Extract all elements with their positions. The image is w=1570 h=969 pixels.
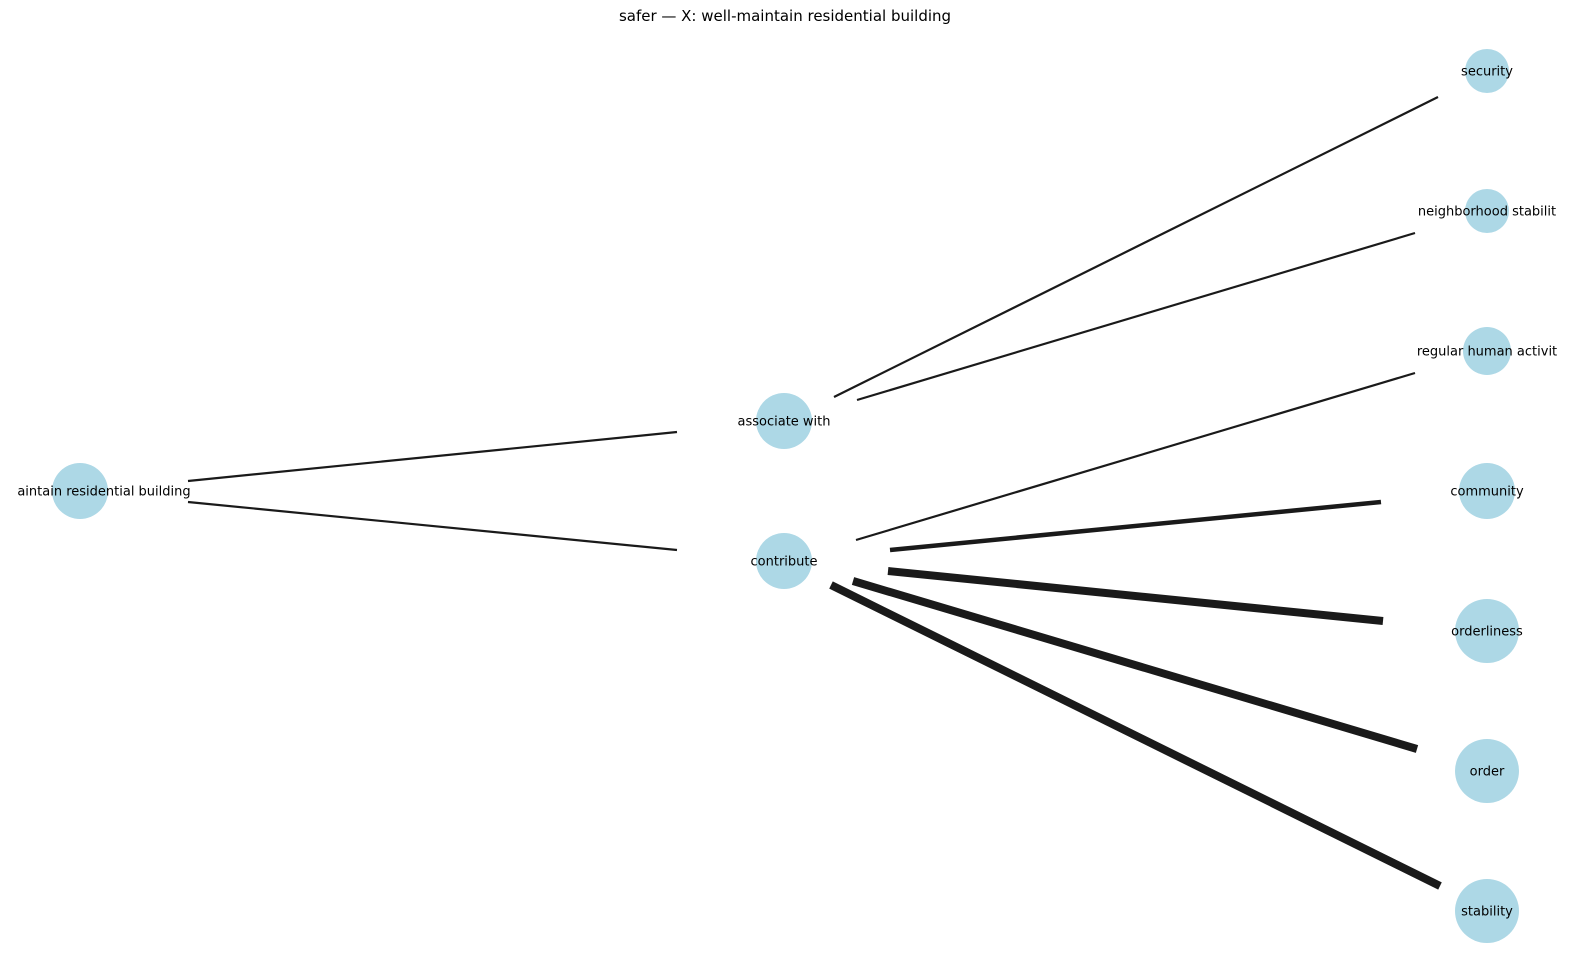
node-circle-associate bbox=[756, 393, 812, 449]
edge-contribute-stability bbox=[829, 581, 1442, 890]
edge-contribute-order bbox=[851, 577, 1419, 753]
node-label-security: security bbox=[1461, 65, 1513, 80]
node-neighborhood: neighborhood stabilit bbox=[1418, 189, 1556, 233]
nodes-layer: aintain residential building associate wi… bbox=[17, 49, 1557, 943]
node-label-root: aintain residential building bbox=[17, 485, 190, 500]
node-circle-contribute bbox=[756, 533, 812, 589]
node-label-community: community bbox=[1450, 485, 1524, 500]
node-label-stability: stability bbox=[1461, 905, 1513, 920]
edge-contribute-community bbox=[889, 499, 1382, 553]
edge-contribute-regular bbox=[855, 371, 1416, 542]
node-circle-orderliness bbox=[1455, 599, 1519, 663]
node-label-contribute: contribute bbox=[751, 555, 818, 570]
node-circle-community bbox=[1459, 463, 1515, 519]
node-community: community bbox=[1450, 463, 1524, 519]
edge-root-contribute bbox=[187, 500, 678, 552]
node-label-orderliness: orderliness bbox=[1451, 625, 1523, 640]
node-contribute: contribute bbox=[751, 533, 818, 589]
node-stability: stability bbox=[1455, 879, 1519, 943]
node-regular: regular human activit bbox=[1417, 327, 1557, 375]
node-label-associate: associate with bbox=[738, 415, 831, 430]
node-circle-order bbox=[1455, 739, 1519, 803]
node-order: order bbox=[1455, 739, 1519, 803]
node-label-regular: regular human activit bbox=[1417, 345, 1557, 360]
node-circle-regular bbox=[1463, 327, 1511, 375]
node-root: aintain residential building bbox=[17, 463, 191, 519]
edge-root-associate bbox=[187, 430, 678, 483]
edge-contribute-orderliness bbox=[887, 567, 1384, 625]
edges-layer bbox=[187, 96, 1442, 890]
node-label-order: order bbox=[1470, 765, 1505, 780]
node-circle-security bbox=[1465, 49, 1509, 93]
node-orderliness: orderliness bbox=[1451, 599, 1523, 663]
node-circle-neighborhood bbox=[1465, 189, 1509, 233]
edge-associate-neighborhood bbox=[856, 231, 1416, 402]
edge-associate-security bbox=[833, 96, 1439, 398]
graph-title: safer — X: well-maintain residential bui… bbox=[618, 7, 952, 25]
node-circle-stability bbox=[1455, 879, 1519, 943]
node-associate: associate with bbox=[738, 393, 831, 449]
node-circle-root bbox=[52, 463, 108, 519]
node-security: security bbox=[1461, 49, 1513, 93]
node-label-neighborhood: neighborhood stabilit bbox=[1418, 205, 1556, 220]
